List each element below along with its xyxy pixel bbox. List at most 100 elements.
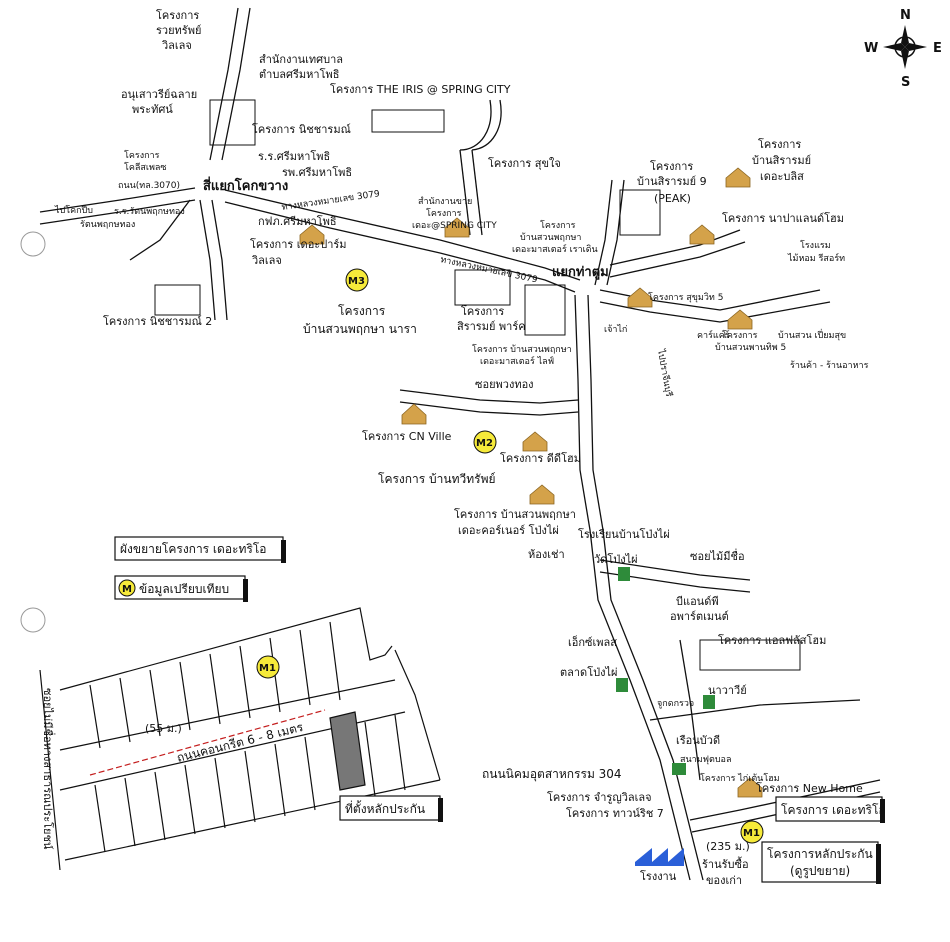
svg-text:M3: M3: [348, 276, 365, 287]
label: ไม้หอม รีสอร์ท: [787, 252, 845, 264]
label: บ้านสวนพานทิพ 5: [715, 342, 786, 353]
main-property-callout: โครงการหลักประกัน (ดูรูปขยาย): [761, 841, 881, 884]
svg-text:M1: M1: [743, 828, 760, 839]
label: วัดโป่งไผ่: [594, 552, 638, 566]
store-icon: [703, 695, 715, 709]
label: โคลีสเพลซ: [124, 162, 167, 173]
label: อพาร์ตเมนต์: [670, 610, 729, 623]
label: ของเก่า: [706, 874, 742, 887]
label: ซอยพวงทอง: [475, 378, 534, 391]
compass-w: W: [864, 41, 878, 56]
label: โครงการ New Home: [756, 781, 863, 795]
marker-m2: M2: [473, 430, 497, 454]
label: โครงการ บ้านสวนพฤกษา: [454, 507, 576, 521]
svg-text:M: M: [122, 584, 132, 595]
svg-text:(ดูรูปขยาย): (ดูรูปขยาย): [790, 864, 850, 879]
label: โครงการ: [124, 150, 160, 161]
compass-icon: N S W E: [864, 8, 942, 90]
label-junction-khok: สี่แยกโคกขวาง: [203, 176, 288, 194]
dimension-line: [89, 709, 326, 776]
label: โครงการ THE IRIS @ SPRING CITY: [330, 82, 511, 96]
road-network: [39, 7, 881, 881]
svg-text:ที่ตั้งหลักประกัน: ที่ตั้งหลักประกัน: [345, 800, 425, 816]
label: ตำบลศรีมหาโพธิ: [259, 67, 340, 81]
svg-text:M2: M2: [476, 438, 493, 449]
label: สำนักงานเทศบาล: [259, 53, 343, 66]
label: ไปโคกปีบ: [54, 205, 93, 216]
label: โครงการ นิชชารมณ์ 2: [103, 314, 212, 328]
house-icon: [689, 224, 715, 245]
marker-m1: M1: [740, 820, 764, 844]
house-icon: [522, 431, 548, 452]
label: โครงการ ทาวน์ริช 7: [566, 806, 664, 820]
label: ทางหลวงหมายเลข 3079: [281, 189, 381, 213]
detail-m1-marker: M1: [256, 655, 280, 679]
label: โครงการ: [722, 330, 758, 341]
label: ร้านค้า - ร้านอาหาร: [790, 360, 869, 371]
label: วิลเลจ: [251, 254, 282, 267]
factory-icon: [635, 848, 684, 866]
svg-text:M1: M1: [259, 663, 276, 674]
store-icon: [616, 678, 628, 692]
label: วิลเลจ: [161, 39, 192, 52]
label: เรือนบัวดี: [676, 734, 720, 747]
compass-n: N: [900, 8, 911, 23]
label: บ้านสวนพฤกษา: [520, 232, 581, 243]
label: (55 ม.): [145, 722, 182, 735]
label: สิรารมย์ พาร์ค: [457, 320, 526, 333]
svg-text:โครงการหลักประกัน: โครงการหลักประกัน: [767, 847, 873, 861]
collateral-location-box: ที่ตั้งหลักประกัน: [339, 795, 443, 822]
label: โครงการ ไก่เต้นโฮม: [700, 773, 780, 784]
house-icon: [727, 309, 753, 330]
label: รัตนพฤกษทอง: [80, 220, 135, 230]
label: โครงการ: [758, 137, 801, 151]
label: สนามฟุตบอล: [680, 755, 731, 765]
label: ตลาดโป่งไผ่: [560, 665, 617, 679]
label: โครงการ สุขใจ: [488, 156, 561, 170]
label: ทางหลวงหมายเลข 3079: [439, 255, 538, 285]
svg-text:โครงการ เดอะทริโอ: โครงการ เดอะทริโอ: [781, 803, 886, 817]
label: โครงการ บ้านสวนพฤกษา: [472, 344, 572, 355]
label: เดอะคอร์เนอร์ โป่งไผ่: [458, 523, 559, 537]
trio-callout: โครงการ เดอะทริโอ: [775, 796, 886, 823]
house-icon: [627, 287, 653, 308]
label: ซอยไม่มีชื่อทางสาธารณประโยชน์: [41, 688, 56, 850]
label: โครงการ เดอะปาร์ม: [250, 237, 347, 251]
label: ถนน(ทล.3070): [118, 181, 180, 191]
label: ร.ร.รัตนพฤกษทอง: [114, 207, 185, 217]
compass-s: S: [901, 75, 910, 90]
label: โรงแรม: [800, 240, 831, 251]
label: โครงการ: [650, 159, 693, 173]
label: โครงการ: [338, 304, 386, 318]
label: โครงการ: [426, 208, 462, 219]
store-icon: [618, 567, 630, 581]
label: อนุเสาวรีย์ฉลาย: [121, 88, 197, 101]
building-blocks: [154, 99, 801, 671]
label: เดอะบลิส: [760, 170, 804, 183]
label: พระทัศน์: [132, 103, 173, 116]
legend-box: M ข้อมูลเปรียบเทียบ: [114, 575, 248, 602]
collateral-plot-hatched: [329, 711, 366, 791]
label: โครงการ นิชชารมณ์: [252, 122, 351, 136]
label: โครงการ บ้านทวีทรัพย์: [378, 472, 496, 486]
label: สำนักงานขาย: [418, 196, 472, 207]
label: ห้องเช่า: [528, 548, 565, 561]
house-icon: [737, 777, 763, 798]
label: โครงการ แอลฟลัสโฮม: [718, 633, 826, 647]
label: โครงการ สุขุมวิท 5: [648, 292, 723, 303]
label: (235 ม.): [706, 840, 750, 853]
label: กฟภ.ศรีมหาโพธิ: [258, 214, 337, 228]
store-icon: [672, 763, 686, 775]
svg-text:ผังขยายโครงการ เดอะทริโอ: ผังขยายโครงการ เดอะทริโอ: [120, 542, 267, 556]
label: บ้านสิรารมย์: [752, 154, 811, 167]
label: รพ.ศรีมหาโพธิ: [282, 165, 352, 179]
label: บ้านสิรารมย์ 9: [637, 175, 707, 188]
label: นาวาวีย์: [708, 684, 747, 697]
label: ถนนคอนกรีต 6 - 8 เมตร: [175, 720, 305, 765]
label: โครงการ นาปาแลนด์โฮม: [722, 211, 844, 225]
label: บ้านสวน เปี่ยมสุข: [778, 328, 846, 341]
label: โครงการ ดีดีโฮม: [500, 451, 581, 465]
label: ร.ร.ศรีมหาโพธิ: [258, 149, 330, 163]
label: เดอะมาสเตอร์ ไลฟ์: [480, 355, 554, 367]
